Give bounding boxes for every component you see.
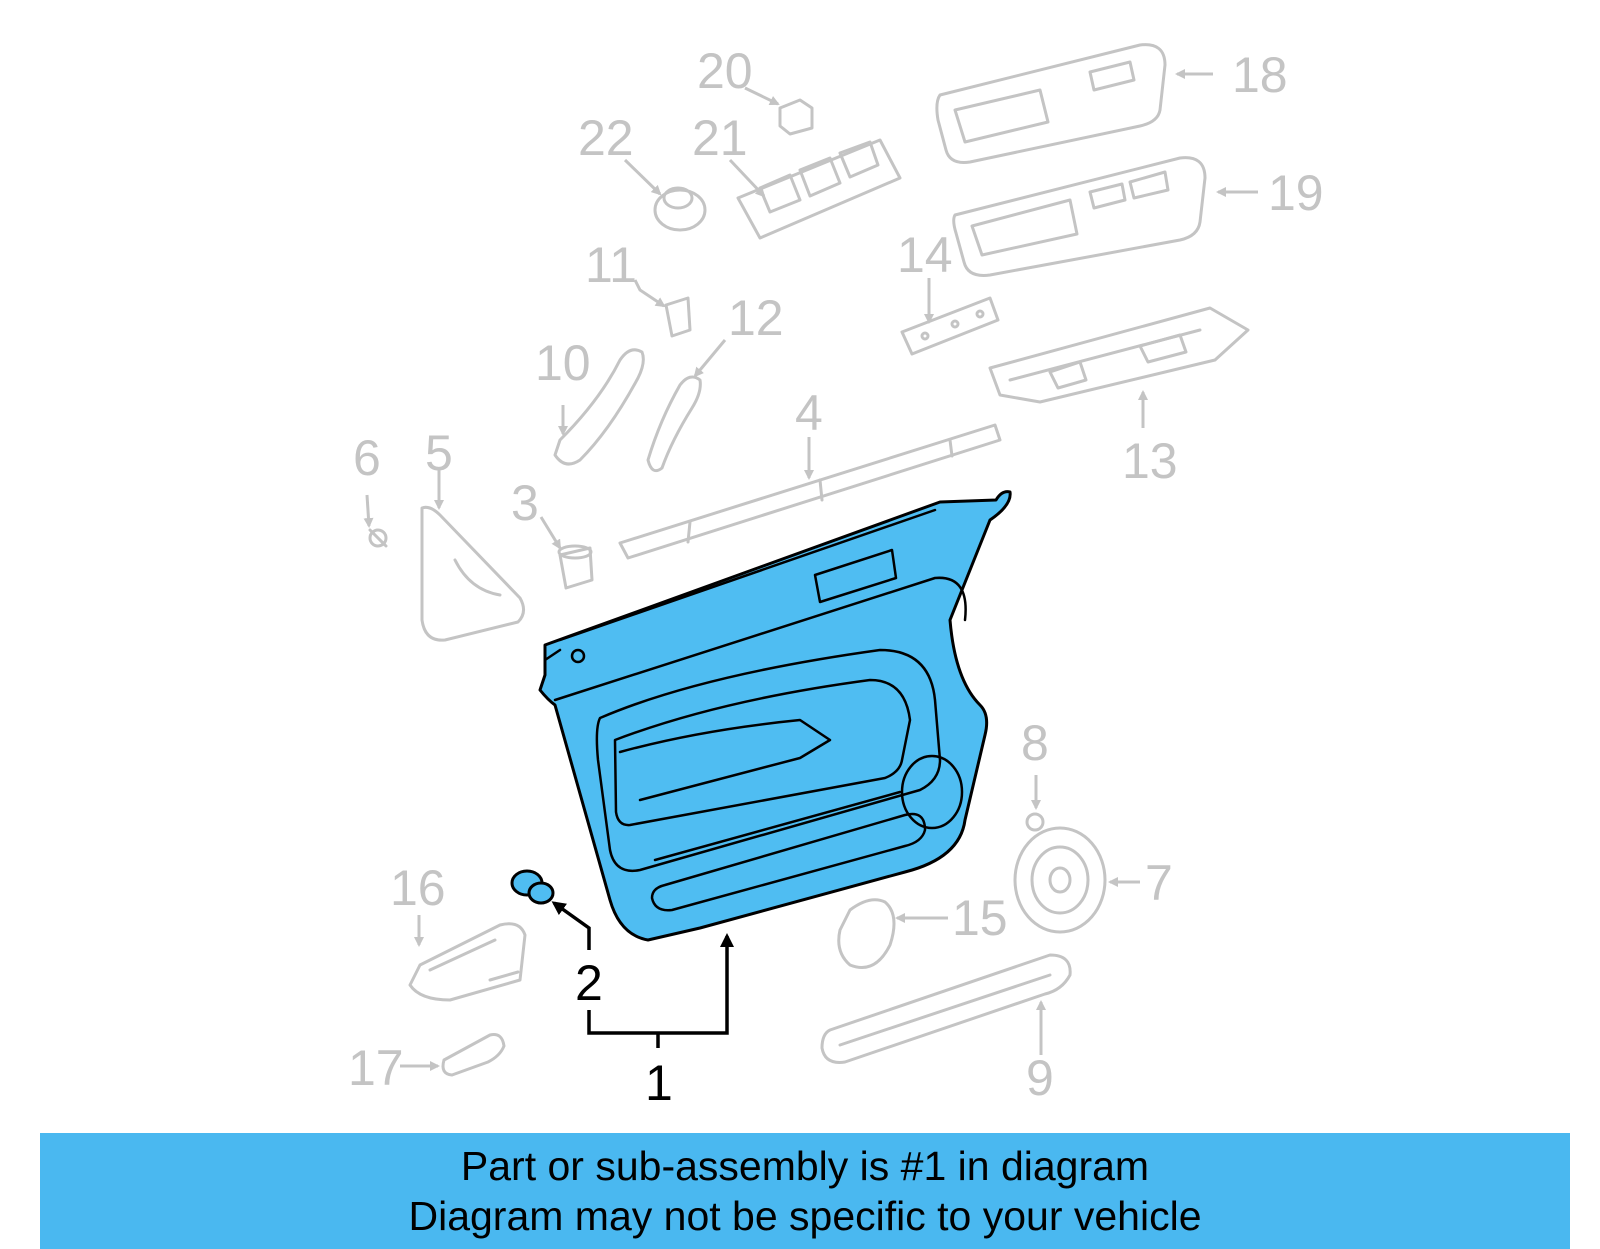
- part-4-weatherstrip: [618, 423, 1002, 560]
- part-11-clip: [664, 296, 692, 338]
- callout-19: 19: [1268, 165, 1324, 221]
- part-16-pocket: [408, 922, 527, 1002]
- callout-6: 6: [353, 430, 381, 486]
- part-8-clip: [1025, 812, 1045, 832]
- callout-14: 14: [897, 227, 953, 283]
- banner-line-1: Part or sub-assembly is #1 in diagram: [460, 1143, 1150, 1189]
- callout-1: 1: [645, 1055, 673, 1111]
- callout-18: 18: [1232, 47, 1288, 103]
- callout-9: 9: [1026, 1050, 1054, 1106]
- banner-line-2: Diagram may not be specific to your vehi…: [408, 1193, 1202, 1239]
- callout-10: 10: [535, 335, 591, 391]
- info-banner: Part or sub-assembly is #1 in diagram Di…: [40, 1133, 1570, 1249]
- callout-15: 15: [952, 890, 1008, 946]
- leader-lines-highlight: [551, 901, 734, 1048]
- part-15-pad: [837, 898, 896, 969]
- callout-21: 21: [692, 110, 748, 166]
- parts-diagram: 20 18 22 21 19 14 11 12 10 4 13 6 5 3 8 …: [348, 43, 1324, 1111]
- callout-4: 4: [795, 385, 823, 441]
- callout-12: 12: [728, 290, 784, 346]
- part-7-speaker: [1013, 826, 1107, 934]
- callout-16: 16: [390, 860, 446, 916]
- callout-5: 5: [425, 425, 453, 481]
- part-19-switch-bezel: [952, 156, 1207, 277]
- part-10-handle: [553, 348, 645, 466]
- callout-labels: 20 18 22 21 19 14 11 12 10 4 13 6 5 3 8 …: [348, 43, 1324, 1111]
- leader-lines: [363, 69, 1258, 1071]
- callout-17: 17: [348, 1040, 404, 1096]
- part-3-plug: [557, 544, 594, 590]
- callout-13: 13: [1122, 433, 1178, 489]
- callout-22: 22: [578, 110, 634, 166]
- callout-8: 8: [1021, 715, 1049, 771]
- part-2-grommet: [510, 869, 555, 905]
- part-22-knob: [653, 186, 707, 232]
- part-17-bulb: [441, 1033, 506, 1077]
- part-20-switch: [778, 98, 814, 136]
- part-21-window-switch: [736, 138, 902, 240]
- callout-2: 2: [575, 955, 603, 1011]
- callout-20: 20: [697, 43, 753, 99]
- part-5-mirror-cover: [420, 505, 525, 642]
- callout-3: 3: [511, 475, 539, 531]
- part-1-door-trim-panel: [538, 490, 1012, 942]
- callout-11: 11: [585, 237, 637, 293]
- part-13-inner-panel: [988, 306, 1250, 404]
- part-6-screw: [368, 528, 388, 548]
- callout-7: 7: [1145, 855, 1173, 911]
- part-12-handle: [646, 375, 702, 473]
- part-14-bracket: [900, 296, 1000, 356]
- part-9-armrest-pad: [820, 953, 1072, 1064]
- part-18-switch-bezel: [935, 43, 1167, 164]
